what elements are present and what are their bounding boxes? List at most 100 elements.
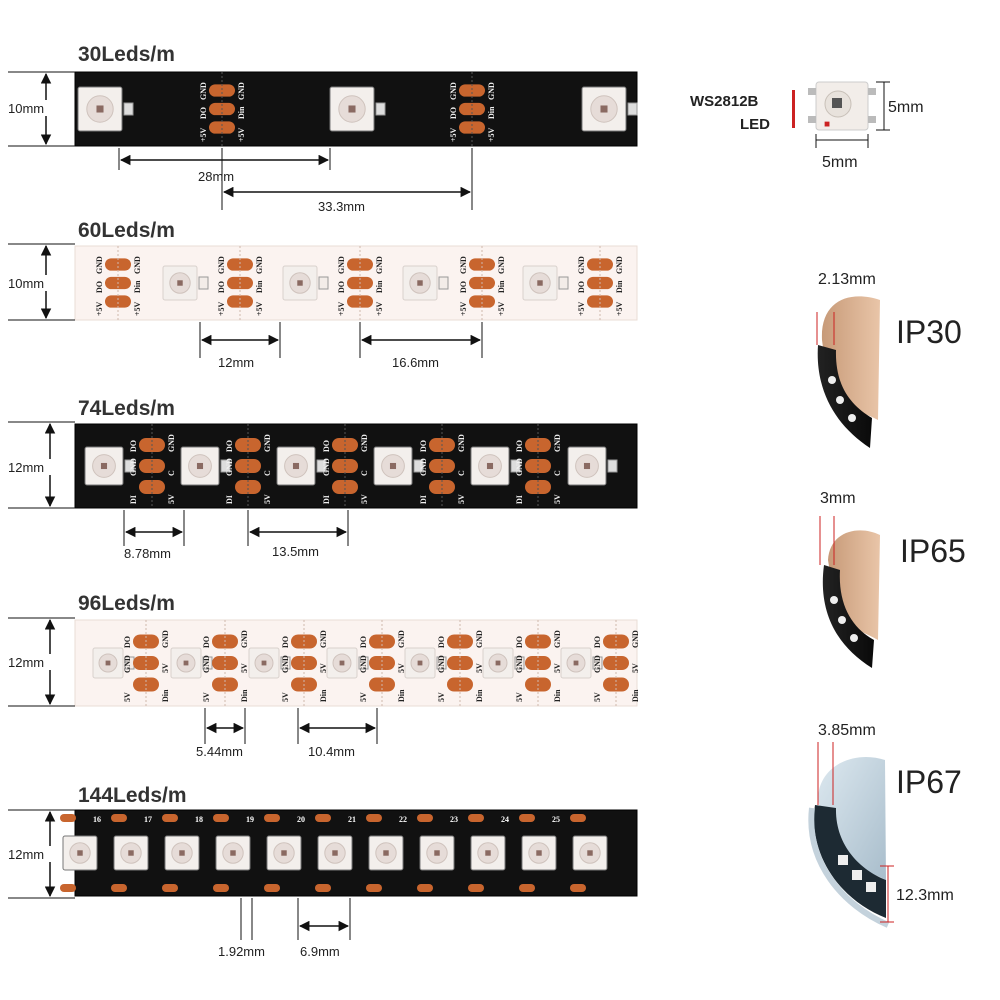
pin-label: DO (123, 636, 132, 648)
solder-pad (264, 814, 280, 822)
solder-pad (347, 295, 373, 308)
pitch-dimensions-30 (118, 148, 473, 210)
pin-label: DO (459, 281, 468, 293)
resistor (124, 459, 135, 473)
solder-pad (235, 480, 261, 494)
pin-label: Din (133, 280, 142, 293)
pin-label: GND (515, 655, 524, 673)
width-dimension-30: 10mm (6, 71, 75, 147)
pin-label: DO (322, 440, 331, 452)
pin-label: Din (237, 106, 246, 119)
width-label-60: 10mm (8, 276, 44, 291)
pin-label: DO (95, 281, 104, 293)
pitch-label-74-a: 8.78mm (124, 546, 171, 561)
solder-pad (570, 884, 586, 892)
pin-label: DI (129, 495, 138, 504)
pin-label: GND (553, 630, 562, 648)
width-dimension-96: 12mm (6, 617, 75, 707)
pin-label: GND (553, 434, 562, 452)
pitch-label-144-b: 6.9mm (300, 944, 340, 959)
pin-label: 5V (202, 692, 211, 702)
solder-pad (162, 884, 178, 892)
width-label-144: 12mm (8, 847, 44, 862)
pin-label: 5V (457, 494, 466, 504)
strip-96-body: GND 5V 5V GND DO Din GND 5V 5V GND DO Din GND 5V 5V GND… (74, 619, 640, 707)
pin-label: C (167, 470, 176, 476)
pin-label: DI (225, 495, 234, 504)
pin-label: 5V (553, 663, 562, 673)
pin-label: +5V (337, 301, 346, 316)
pin-label: DI (419, 495, 428, 504)
pin-label: GND (217, 256, 226, 274)
pitch-dimensions-96 (204, 708, 378, 744)
ip65-ribbon: 3mm IP65 (819, 490, 966, 668)
led-number: 19 (246, 815, 254, 824)
pin-label: GND (397, 630, 406, 648)
pin-label: DO (281, 636, 290, 648)
resistor (413, 459, 424, 473)
pin-label: GND (497, 256, 506, 274)
resistor (375, 102, 386, 116)
strip-title-144: 144Leds/m (78, 784, 187, 807)
solder-pad (417, 814, 433, 822)
pin-label: GND (615, 256, 624, 274)
strip-60-body: DO+5VDinGNDGND+5VDO+5VDinGNDGND+5VDO+5VD… (74, 245, 638, 321)
pin-label: GND (255, 256, 264, 274)
pin-label: GND (319, 630, 328, 648)
pin-label: DI (322, 495, 331, 504)
solder-pad (227, 295, 253, 308)
pin-label: GND (459, 256, 468, 274)
pin-label: Din (240, 689, 249, 702)
pin-label: GND (167, 434, 176, 452)
resistor (123, 102, 134, 116)
solder-pad (369, 656, 395, 670)
pin-label: 5V (515, 692, 524, 702)
solder-pad (519, 884, 535, 892)
pin-label: Din (553, 689, 562, 702)
pin-label: +5V (615, 301, 624, 316)
pitch-label-30-b: 33.3mm (318, 199, 365, 214)
pin-label: GND (375, 256, 384, 274)
pin-label: 5V (553, 494, 562, 504)
pin-label: DO (449, 107, 458, 119)
resistor (220, 459, 231, 473)
led-die (128, 850, 134, 856)
solder-pad (468, 884, 484, 892)
solder-pad (315, 884, 331, 892)
led-number: 21 (348, 815, 356, 824)
solder-pad (213, 814, 229, 822)
solder-pad (366, 814, 382, 822)
pin-label: DO (225, 440, 234, 452)
pin-label: 5V (281, 692, 290, 702)
pin-label: DO (593, 636, 602, 648)
solder-pad (139, 480, 165, 494)
ip30-label: IP30 (896, 314, 962, 350)
pin-label: Din (161, 689, 170, 702)
pin-label: 5V (359, 692, 368, 702)
led-die (587, 850, 593, 856)
pin-label: +5V (237, 127, 246, 142)
pin-label: GND (631, 630, 640, 648)
resistor (514, 656, 525, 670)
pin-label: 5V (240, 663, 249, 673)
strip-title-74: 74Leds/m (78, 397, 175, 420)
solder-pad (347, 258, 373, 271)
pin-label: GND (281, 655, 290, 673)
pin-label: DO (577, 281, 586, 293)
ip65-label: IP65 (900, 533, 966, 569)
pin-label: 5V (319, 663, 328, 673)
pin-label: GND (237, 82, 246, 100)
solder-pad (209, 84, 235, 97)
led-die (96, 105, 104, 113)
solder-pad (587, 258, 613, 271)
resistor (510, 459, 521, 473)
pin-label: Din (497, 280, 506, 293)
pin-label: +5V (133, 301, 142, 316)
pitch-label-30-a: 28mm (198, 169, 234, 184)
strip-74-body: GNDDICGNDDO5VGNDDICGNDDO5VGNDDICGNDDO5VG… (74, 423, 638, 509)
solder-pad (111, 884, 127, 892)
led-die (383, 850, 389, 856)
solder-pad (417, 884, 433, 892)
pin-label: DO (217, 281, 226, 293)
